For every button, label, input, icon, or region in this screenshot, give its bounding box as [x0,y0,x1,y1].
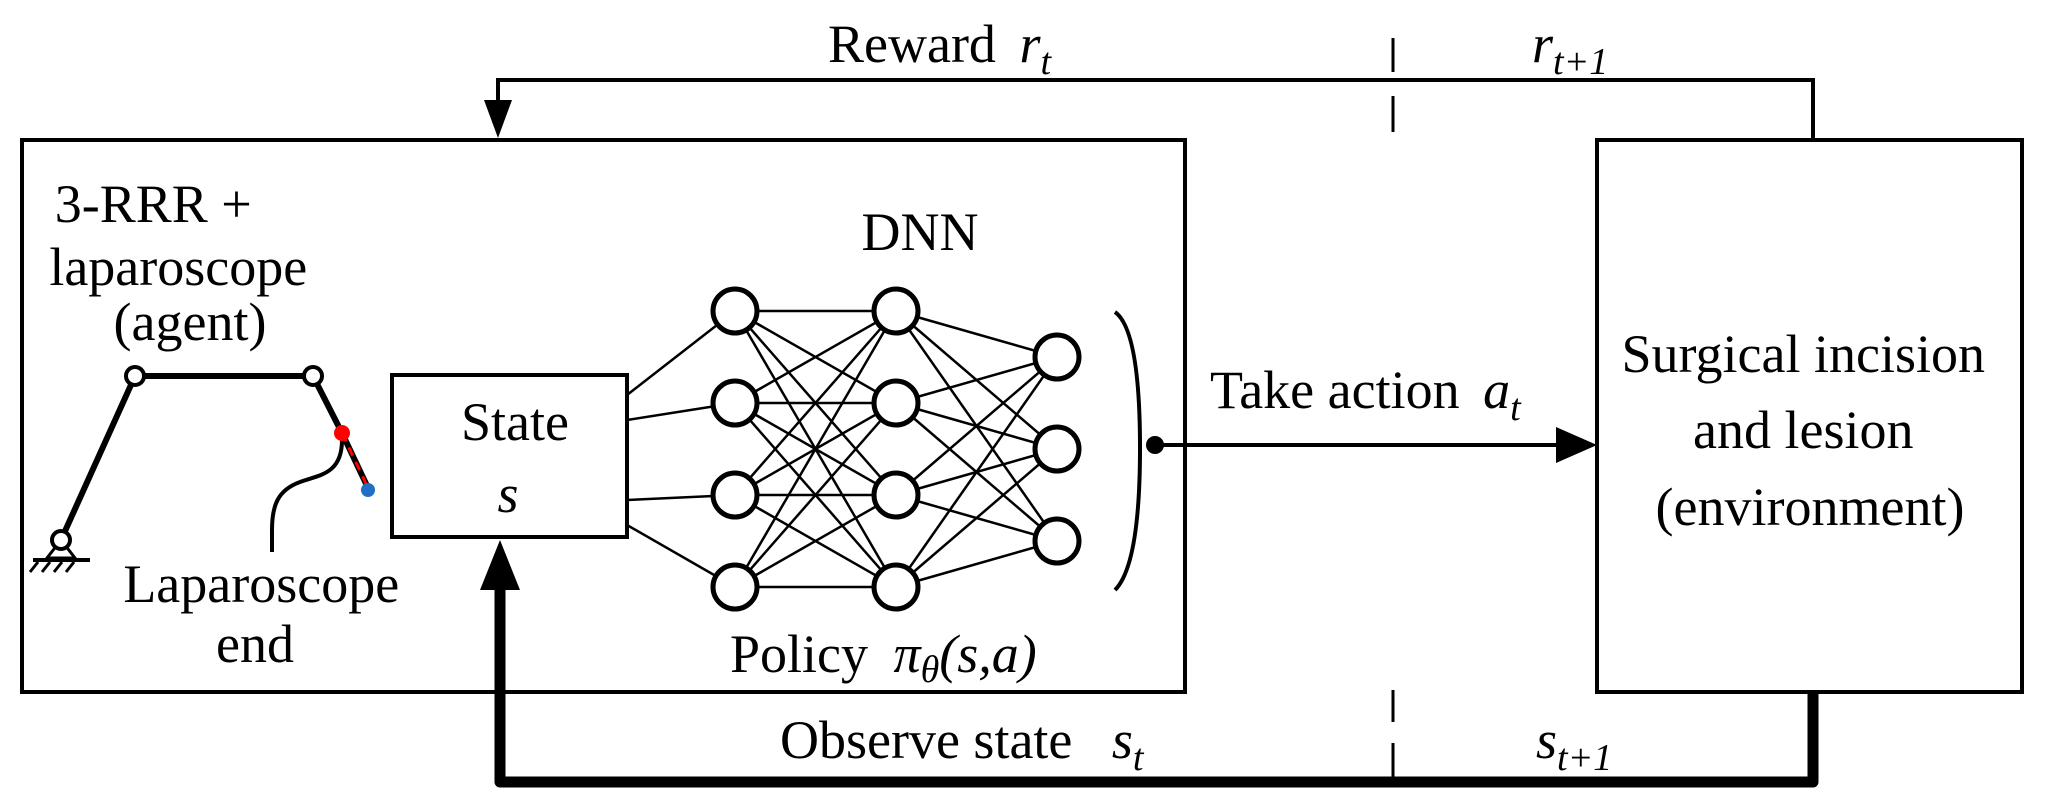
observe-line [494,590,1819,788]
dnn-connection [734,309,897,405]
state-title: State [461,392,569,452]
joint-icon [302,365,324,387]
reward-arrow-head-icon [484,100,512,138]
dnn-neuron-layer-3 [1032,424,1082,474]
joint-icon [50,529,72,551]
action-label: Take action at [1210,360,1522,429]
reward-label: Reward rt [828,14,1052,83]
dnn-connections [626,309,1059,589]
joint-icon [124,365,146,387]
dnn-neuron-layer-1 [710,378,760,428]
observe-arrow-head-icon [480,540,520,590]
dnn-neuron-layer-2 [871,286,921,336]
policy-label: Policy πθ(s,a) [730,624,1037,691]
dnn-neuron-layer-2 [871,378,921,428]
dnn-neuron-layer-2 [871,470,921,520]
laparoscope-end-point-icon [361,483,375,497]
dnn-connection [895,448,1058,588]
dnn-connection [895,309,1058,359]
dnn-nodes [710,286,1082,612]
observe-next-label: st+1 [1536,710,1612,779]
rrr-mechanism-icon [28,365,375,573]
dnn-title: DNN [862,202,979,262]
reward-loop: Reward rt rt+1 [484,14,1815,140]
dnn-connection [733,310,898,588]
dnn-connection [895,539,1058,589]
reward-line [496,78,1815,140]
environment-title: Surgical incision and lesion (environmen… [1622,324,1999,537]
dnn-connection [894,356,1059,588]
observe-loop: Observe state st st+1 [480,540,1819,788]
dnn-neuron-layer-3 [1032,332,1082,382]
agent-title: 3-RRR + laparoscope (agent) [49,174,320,352]
state-box: State s [390,373,629,539]
state-symbol: s [497,464,518,524]
observe-label: Observe state st [780,710,1145,779]
reward-next-label: rt+1 [1532,14,1608,83]
dnn-neuron-layer-3 [1032,516,1082,566]
dnn-neuron-layer-2 [871,562,921,612]
output-bracket [1113,310,1143,592]
dnn-connection [734,310,897,496]
dnn-connection [734,402,897,588]
agent-box [20,138,1187,694]
dnn-neuron-layer-1 [710,562,760,612]
dnn-connection [734,493,897,589]
action-arrow-head-icon [1556,427,1597,463]
dnn-neuron-layer-1 [710,470,760,520]
dnn-neuron-layer-1 [710,286,760,336]
laparoscope-end-label: Laparoscope end [123,554,412,674]
dnn-connection [895,356,1058,496]
rcm-point-icon [334,425,350,441]
dnn-connection [895,355,1058,405]
